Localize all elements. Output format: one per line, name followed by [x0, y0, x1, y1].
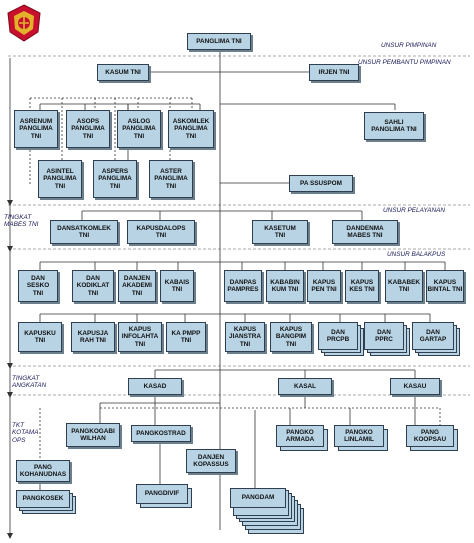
node-kapuskes: KAPUS KES TNI [345, 270, 379, 302]
node-dansesko: DAN SESKO TNI [18, 270, 58, 302]
node-danprcpb-stack: DAN PRCPB [318, 322, 364, 356]
node-pangkoopsau: PANG KOOPSAU [406, 425, 454, 447]
node-pangkoarmada-stack: PANGKO ARMADA [276, 425, 328, 451]
node-asintel: ASINTEL PANGLIMA TNI [38, 160, 82, 198]
node-pangkolinlamil: PANGKO LINLAMIL [334, 425, 384, 447]
node-askomlek: ASKOMLEK PANGLIMA TNI [168, 110, 214, 148]
node-kasal: KASAL [278, 378, 332, 395]
node-pangkogab: PANGKOGABI WILHAN [66, 423, 120, 447]
node-irjen: IRJEN TNI [309, 64, 359, 81]
node-kabais: KABAIS TNI [160, 270, 194, 302]
node-panglima: PANGLIMA TNI [187, 33, 251, 50]
label-tingkat-mabes: TINGKAT MABES TNI [4, 214, 39, 229]
node-pangkoarmada: PANGKO ARMADA [276, 425, 324, 447]
node-dansatkomlek: DANSATKOMLEK TNI [50, 220, 118, 244]
node-pangdam-stack: PANGDAM [230, 488, 306, 536]
node-kapmpp: KA PMPP TNI [166, 322, 206, 352]
node-pangkohanudnas: PANG KOHANUDNAS [16, 460, 70, 482]
node-pangkolinlamil-stack: PANGKO LINLAMIL [334, 425, 388, 451]
node-kapuspen: KAPUS PEN TNI [307, 270, 341, 302]
node-asops: ASOPS PANGLIMA TNI [66, 110, 110, 148]
node-aslog: ASLOG PANGLIMA TNI [117, 110, 161, 148]
label-unsur-pelayanan: UNSUR PELAYANAN [383, 207, 446, 214]
node-kapusku: KAPUSKU TNI [18, 322, 62, 352]
node-pangdivif: PANGDIVIF [136, 484, 188, 504]
node-aspers: ASPERS PANGLIMA TNI [93, 160, 137, 198]
node-danjenkopassus: DANJEN KOPASSUS [186, 449, 236, 473]
node-kapusjiantra: KAPUS JIANSTRA TNI [225, 322, 265, 352]
node-dangartap-stack: DAN GARTAP [412, 322, 462, 356]
node-danpprc: DAN PPRC [364, 322, 404, 350]
node-asrenum: ASRENUM PANGLIMA TNI [14, 110, 58, 148]
node-kasetum: KASETUM TNI [252, 220, 308, 244]
node-dandenma: DANDENMA MABES TNI [332, 220, 398, 244]
node-pangkosek-stack: PANGKOSEK [16, 490, 78, 516]
node-danpaspampres: DANPAS PAMPRES [224, 270, 262, 302]
node-kapusdalops: KAPUSDALOPS TNI [127, 220, 195, 244]
tni-emblem-logo [7, 4, 41, 42]
node-kapusjarah: KAPUSJA RAH TNI [71, 322, 115, 352]
node-pangdam: PANGDAM [230, 488, 286, 508]
node-dangartap: DAN GARTAP [412, 322, 454, 350]
label-unsur-balakpus: UNSUR BALAKPUS [387, 251, 446, 258]
node-passuspom: PA SSUSPOM [289, 175, 353, 192]
node-danpprc-stack: DAN PPRC [364, 322, 410, 356]
node-kapusbintal: KAPUS BINTAL TNI [426, 270, 464, 302]
node-pangkostrad: PANGKOSTRAD [131, 425, 191, 442]
label-unsur-pimpinan: UNSUR PIMPINAN [381, 42, 437, 49]
node-kasad: KASAD [128, 378, 182, 395]
node-kasum: KASUM TNI [97, 64, 149, 81]
node-pangkoopsau-stack: PANG KOOPSAU [406, 425, 458, 451]
node-kasau: KASAU [390, 378, 440, 395]
node-danjenakademi: DANJEN AKADEMI TNI [118, 270, 156, 302]
node-kapusinfolahta: KAPUS INFOLAHTA TNI [118, 322, 162, 352]
node-sahli: SAHLI PANGLIMA TNI [364, 112, 424, 140]
node-danprcpb: DAN PRCPB [318, 322, 358, 350]
label-tingkat-angkatan: TINGKAT ANGKATAN [12, 375, 47, 390]
label-tkt-kotama-ops: TKT KOTAMA OPS [12, 422, 39, 444]
node-kababek: KABABEK TNI [385, 270, 423, 302]
label-unsur-pembantu: UNSUR PEMBANTU PIMPINAN [358, 59, 451, 66]
node-dankodiklat: DAN KODIKLAT TNI [72, 270, 114, 302]
node-kababinkum: KABABIN KUM TNI [266, 270, 304, 302]
node-pangkosek: PANGKOSEK [16, 490, 70, 508]
node-aster: ASTER PANGLIMA TNI [149, 160, 193, 198]
node-pangdivif-stack: PANGDIVIF [136, 484, 194, 510]
node-kapusbangpim: KAPUS BANGPIM TNI [270, 322, 312, 352]
